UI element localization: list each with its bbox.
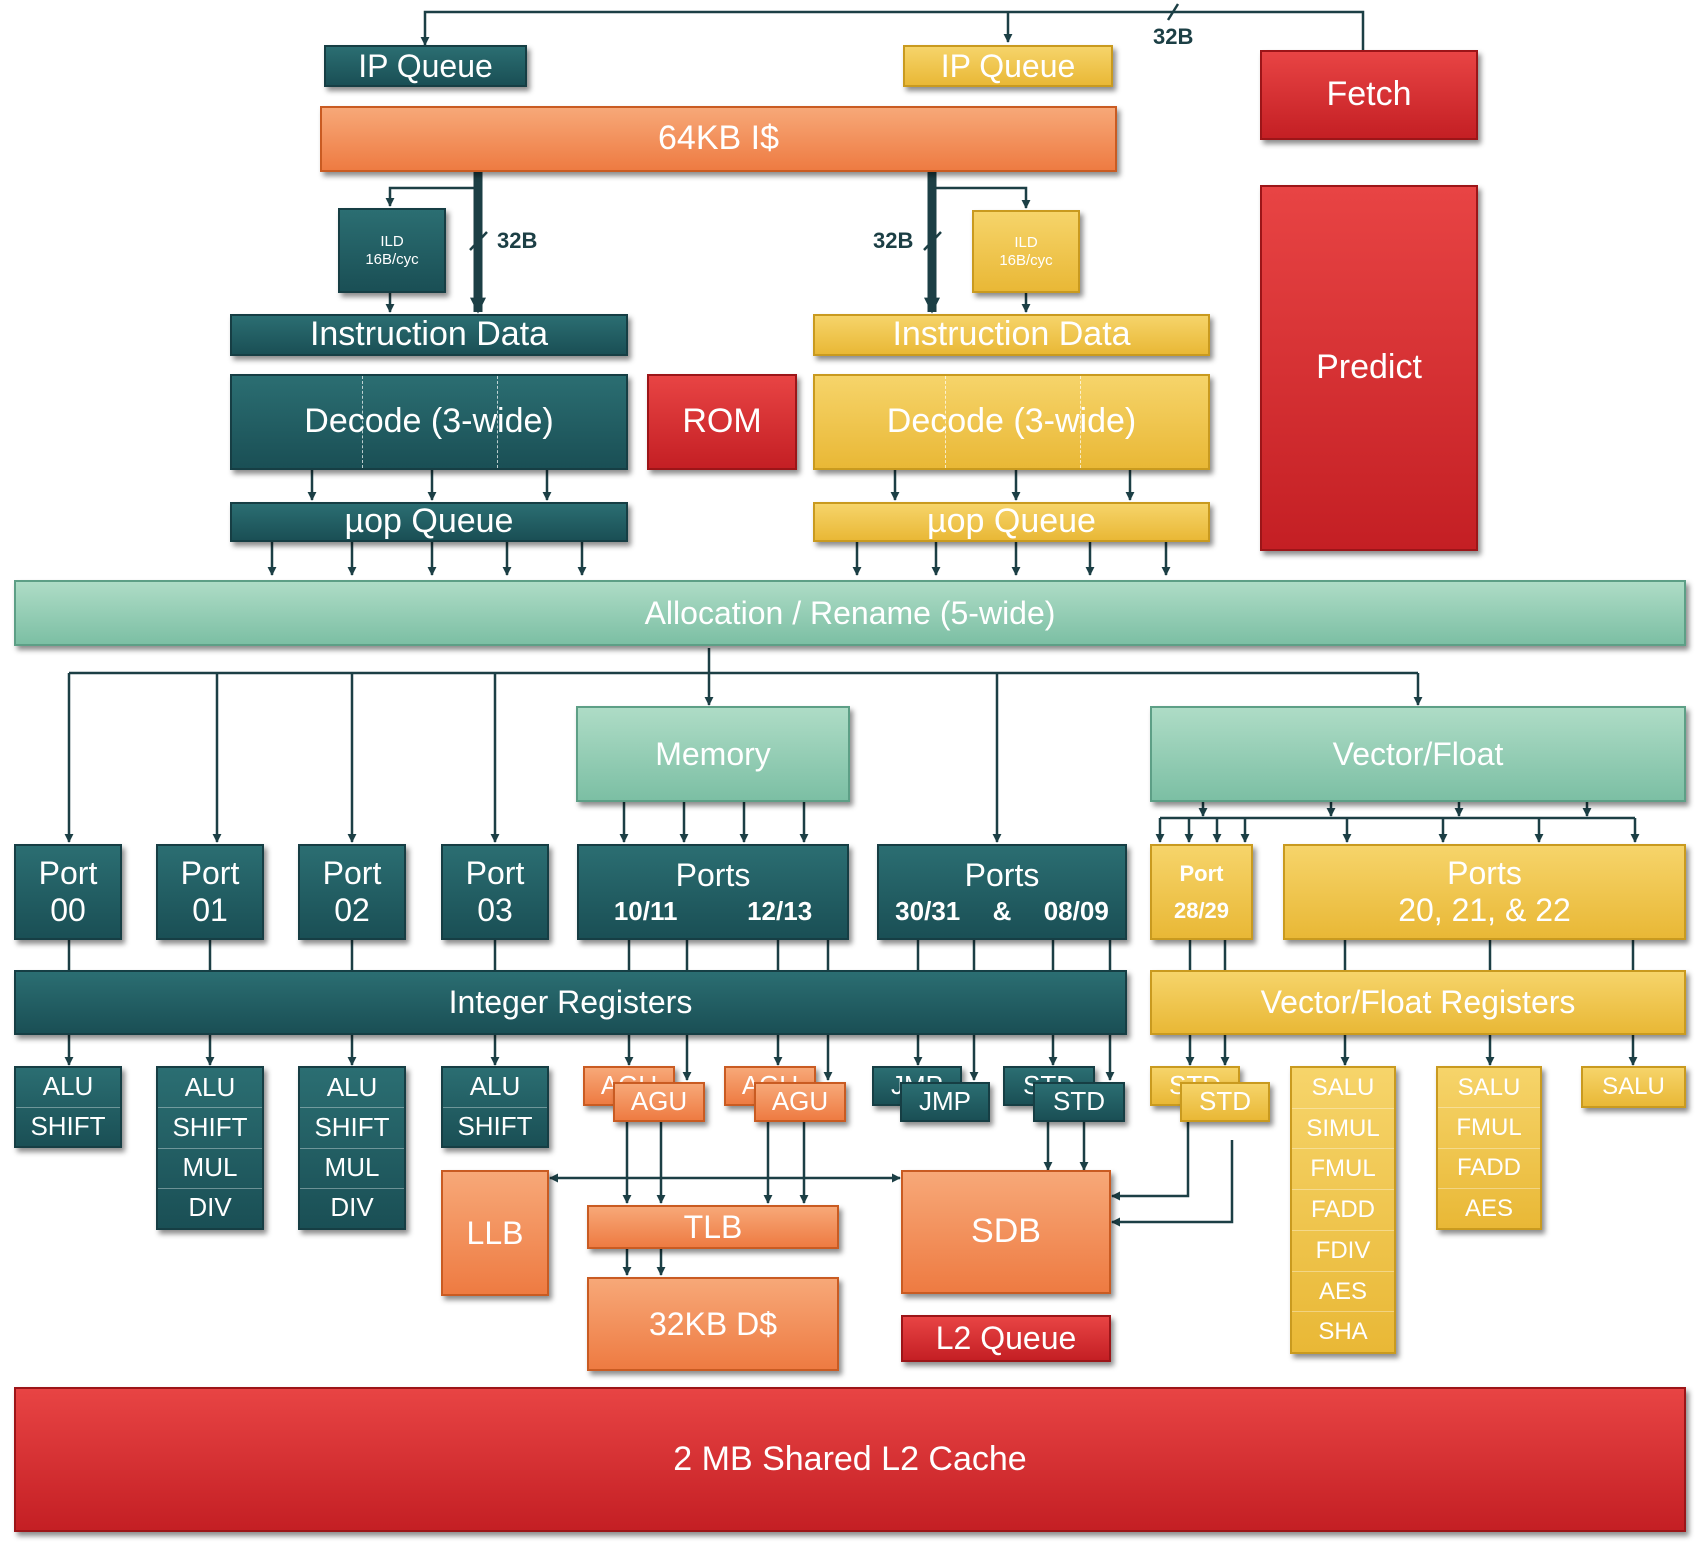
instruction-cache: 64KB I$ (320, 106, 1117, 172)
uop-queue-left: µop Queue (230, 502, 628, 542)
unit-alu: ALU (443, 1068, 547, 1108)
unit-mul: MUL (158, 1149, 262, 1189)
port-02: Port 02 (298, 844, 406, 940)
unit-alu: ALU (16, 1068, 120, 1108)
unit-salu: SALU (1438, 1068, 1540, 1109)
unit-fadd: FADD (1438, 1149, 1540, 1189)
alu-stack-01: ALU SHIFT MUL DIV (156, 1066, 264, 1230)
bus-width-label: 32B (873, 228, 914, 253)
port-28-29: Port 28/29 (1150, 844, 1253, 940)
l2-queue: L2 Queue (901, 1315, 1111, 1362)
alu-stack-03: ALU SHIFT (441, 1066, 549, 1148)
ports-memory: Ports 10/11 12/13 (577, 844, 849, 940)
decoder-divider (497, 376, 498, 468)
unit-simul: SIMUL (1292, 1109, 1394, 1150)
memory-scheduler: Memory (576, 706, 850, 802)
ild-right: ILD 16B/cyc (972, 210, 1080, 293)
unit-shift: SHIFT (158, 1108, 262, 1149)
alu-stack-02: ALU SHIFT MUL DIV (298, 1066, 406, 1230)
instruction-data-left: Instruction Data (230, 314, 628, 356)
unit-aes: AES (1292, 1272, 1394, 1313)
shared-l2-cache: 2 MB Shared L2 Cache (14, 1387, 1686, 1532)
bus-width-label: 32B (497, 228, 538, 253)
allocation-rename: Allocation / Rename (5-wide) (14, 580, 1686, 646)
integer-registers: Integer Registers (14, 970, 1127, 1035)
decoder-left: Decode (3-wide) (230, 374, 628, 470)
vector-unit-port22: SALU (1581, 1066, 1686, 1108)
instruction-data-right: Instruction Data (813, 314, 1210, 356)
fetch-unit: Fetch (1260, 50, 1478, 140)
decoder-divider (362, 376, 363, 468)
bus-width-label: 32B (1153, 24, 1194, 49)
unit-alu: ALU (158, 1068, 262, 1109)
std-unit: STD (1033, 1082, 1125, 1122)
agu-unit: AGU (754, 1082, 846, 1122)
vector-float-registers: Vector/Float Registers (1150, 970, 1686, 1035)
unit-sha: SHA (1318, 1318, 1368, 1346)
unit-salu: SALU (1292, 1068, 1394, 1109)
port-01: Port 01 (156, 844, 264, 940)
unit-mul: MUL (300, 1149, 404, 1189)
decoder-divider (945, 376, 946, 468)
uop-queue-right: µop Queue (813, 502, 1210, 542)
decoder-right: Decode (3-wide) (813, 374, 1210, 470)
agu-unit: AGU (613, 1082, 705, 1122)
ports-store-b: 08/09 (1043, 896, 1109, 927)
unit-shift: SHIFT (457, 1110, 533, 1141)
branch-predictor: Predict (1260, 185, 1478, 551)
ports-memory-title: Ports (675, 856, 751, 893)
vector-units-port20: SALU SIMUL FMUL FADD FDIV AES SHA (1290, 1066, 1396, 1354)
microcode-rom: ROM (647, 374, 797, 470)
unit-fadd: FADD (1292, 1190, 1394, 1231)
unit-fmul: FMUL (1292, 1149, 1394, 1191)
vector-float-scheduler: Vector/Float (1150, 706, 1686, 802)
unit-div: DIV (330, 1192, 374, 1223)
unit-div: DIV (188, 1192, 232, 1223)
ild-left: ILD 16B/cyc (338, 208, 446, 293)
ip-queue-left: IP Queue (324, 45, 527, 87)
unit-fmul: FMUL (1438, 1108, 1540, 1149)
unit-alu: ALU (300, 1068, 404, 1109)
ports-store: Ports 30/31 & 08/09 (877, 844, 1127, 940)
ports-memory-a: 10/11 (613, 896, 678, 927)
ports-store-a: 30/31 (895, 896, 961, 927)
unit-aes: AES (1464, 1194, 1514, 1222)
ports-store-amp: & (992, 896, 1012, 927)
data-cache: 32KB D$ (587, 1277, 839, 1371)
unit-shift: SHIFT (300, 1108, 404, 1149)
decoder-divider (1080, 376, 1081, 468)
tlb: TLB (587, 1205, 839, 1249)
unit-fdiv: FDIV (1292, 1231, 1394, 1272)
std-unit-vector: STD (1180, 1082, 1270, 1122)
port-00: Port 00 (14, 844, 122, 940)
jmp-unit: JMP (900, 1082, 990, 1122)
ports-memory-b: 12/13 (747, 896, 813, 927)
ip-queue-right: IP Queue (903, 45, 1113, 87)
port-03: Port 03 (441, 844, 549, 940)
unit-shift: SHIFT (30, 1110, 106, 1141)
sdb: SDB (901, 1170, 1111, 1294)
ports-vector: Ports 20, 21, & 22 (1283, 844, 1686, 940)
alu-stack-00: ALU SHIFT (14, 1066, 122, 1148)
ports-store-title: Ports (964, 856, 1040, 893)
vector-units-port21: SALU FMUL FADD AES (1436, 1066, 1542, 1230)
llb: LLB (441, 1170, 549, 1296)
